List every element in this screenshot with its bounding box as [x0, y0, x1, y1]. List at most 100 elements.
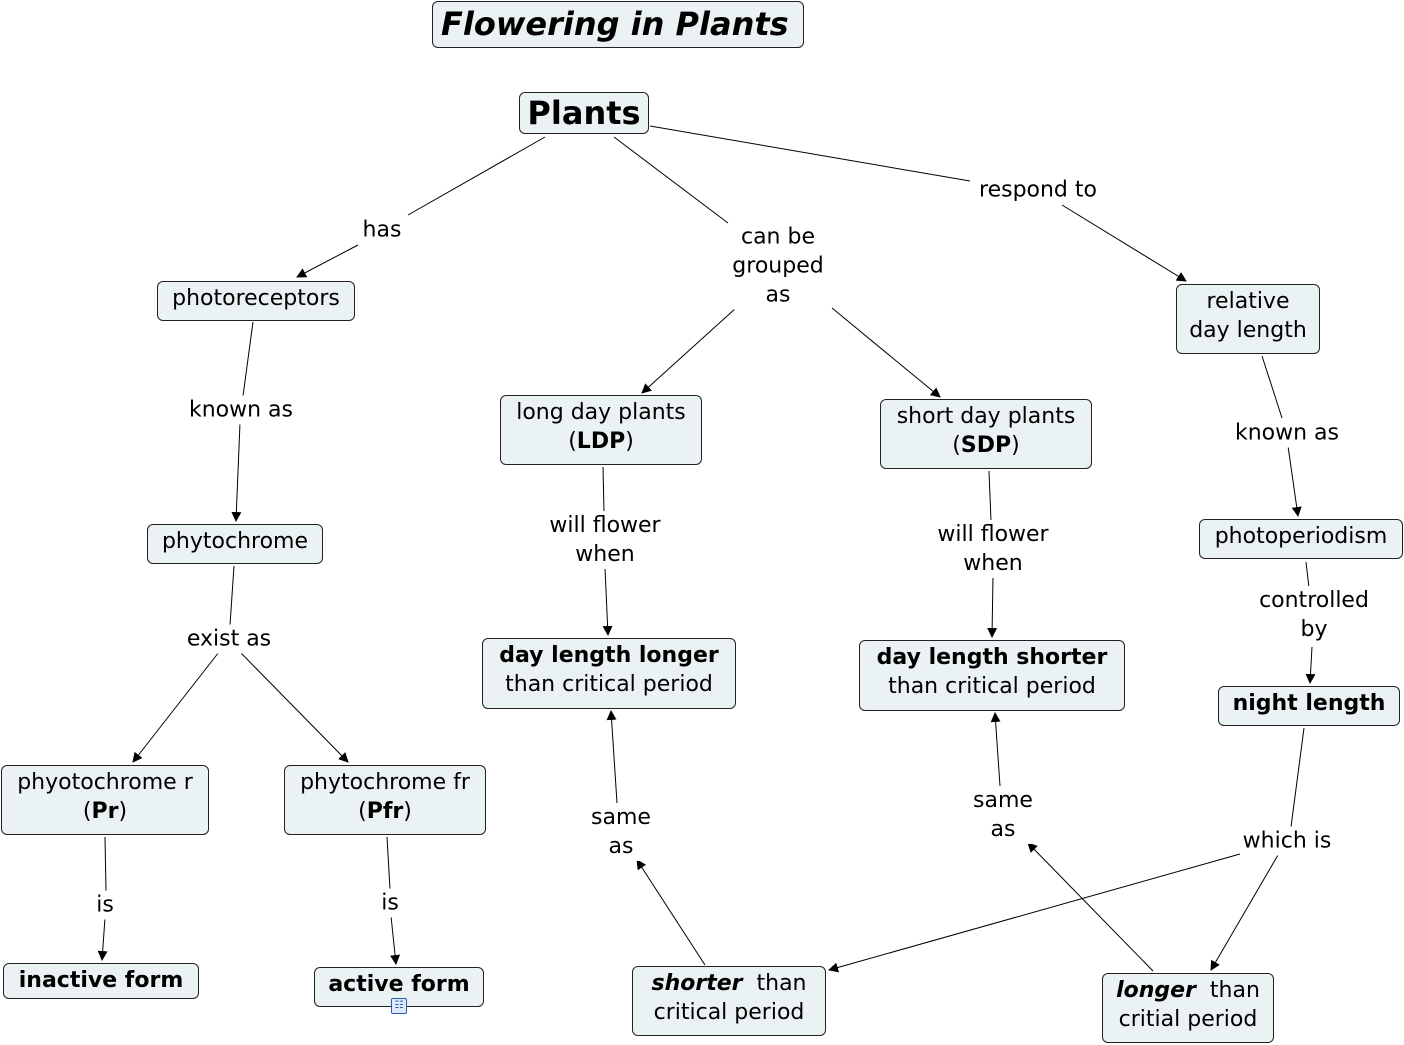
edge-grouped-sdp	[831, 307, 941, 398]
link-will-flower-ldp[interactable]: will flower when	[547, 511, 663, 569]
concept-longer-rest1: than	[1209, 978, 1260, 1003]
concept-ldp-abbr: LDP	[576, 429, 626, 454]
submap-icon[interactable]: ☷	[391, 998, 407, 1014]
concept-plants-label: Plants	[527, 94, 641, 132]
link-knownas-right-text: known as	[1234, 420, 1340, 446]
concept-phytochrome-fr[interactable]: phytochrome fr (Pfr)	[284, 765, 486, 835]
edge-pr-is	[104, 836, 107, 892]
link-grouped-line3: as	[765, 282, 791, 308]
link-controlled-by[interactable]: controlled by	[1257, 586, 1371, 644]
concept-sdp-abbr: SDP	[960, 433, 1012, 458]
concept-dllonger-bold: day length longer	[499, 643, 719, 668]
link-controlled-line1: controlled	[1259, 588, 1369, 613]
concept-inactive-form[interactable]: inactive form	[3, 963, 199, 999]
edge-photoreceptors-knownas	[242, 321, 254, 397]
edge-photoperiodism-controlled	[1305, 561, 1310, 589]
concept-sdp-line2: (SDP)	[952, 433, 1020, 458]
edge-ldp-willflower	[602, 466, 605, 513]
edge-knownas-phytochrome	[231, 422, 242, 522]
link-whichis-text: which is	[1242, 828, 1332, 854]
concept-day-length-longer[interactable]: day length longer than critical period	[482, 638, 736, 709]
link-is-left-text: is	[96, 892, 114, 918]
edge-relative-knownas	[1261, 355, 1283, 419]
link-which-is[interactable]: which is	[1240, 826, 1334, 856]
edge-has-photoreceptors	[296, 244, 359, 278]
concept-shorter-rest1: than	[756, 971, 807, 996]
concept-longer-than-critial[interactable]: longer than critial period	[1102, 973, 1274, 1043]
concept-pr-line1: phyotochrome r	[17, 770, 193, 795]
map-title-text: Flowering in Plants	[441, 5, 789, 43]
edge-grouped-ldp	[641, 307, 737, 394]
concept-pfr-line2: (Pfr)	[358, 799, 412, 824]
concept-relative-line1: relative	[1206, 289, 1290, 314]
link-can-be-grouped-as[interactable]: can be grouped as	[730, 222, 826, 310]
concept-photoperiodism[interactable]: photoperiodism	[1199, 519, 1403, 559]
link-controlled-line2: by	[1300, 617, 1328, 642]
link-sameas-left-line1: same	[591, 805, 651, 830]
concept-shorter-line2: critical period	[653, 1000, 805, 1025]
edge-existas-pfr	[239, 651, 349, 763]
link-same-as-left[interactable]: same as	[589, 803, 653, 861]
link-wf-ldp-line1: will flower	[549, 513, 661, 538]
edge-willflower-dllonger	[602, 567, 613, 636]
link-known-as-left[interactable]: known as	[186, 395, 296, 425]
link-sameas-left-line2: as	[608, 834, 634, 859]
concept-phytochrome-r[interactable]: phyotochrome r (Pr)	[1, 765, 209, 835]
edge-is-inactive	[97, 917, 108, 961]
concept-ldp-line1: long day plants	[516, 400, 686, 425]
link-known-as-right[interactable]: known as	[1232, 418, 1342, 448]
link-is-right[interactable]: is	[379, 888, 401, 918]
edge-plants-has	[407, 136, 546, 216]
concept-shorter-than-critical[interactable]: shorter than critical period	[632, 966, 826, 1036]
concept-dlshorter-bold: day length shorter	[876, 645, 1108, 670]
concept-pfr-line1: phytochrome fr	[300, 770, 470, 795]
edge-willflower-dlshorter	[987, 575, 998, 638]
link-exist-as[interactable]: exist as	[184, 624, 274, 654]
link-respond-to[interactable]: respond to	[977, 175, 1099, 205]
concept-photoreceptors-label: photoreceptors	[172, 286, 340, 311]
concept-phytochrome[interactable]: phytochrome	[147, 524, 323, 564]
edge-night-whichis	[1290, 727, 1305, 828]
concept-longer-bold: longer	[1116, 978, 1196, 1003]
link-sameas-right-line2: as	[990, 817, 1016, 842]
link-has[interactable]: has	[360, 215, 404, 245]
concept-pfr-abbr: Pfr	[366, 799, 404, 824]
edge-plants-grouped	[613, 136, 729, 224]
concept-long-day-plants[interactable]: long day plants (LDP)	[500, 395, 702, 465]
concept-night-length-label: night length	[1232, 691, 1386, 716]
concept-photoreceptors[interactable]: photoreceptors	[157, 281, 355, 321]
edge-existas-pr	[132, 651, 220, 763]
link-knownas-left-text: known as	[188, 397, 294, 423]
link-respond-text: respond to	[979, 177, 1097, 203]
link-wf-ldp-line2: when	[575, 542, 635, 567]
edge-whichis-shorter	[828, 853, 1241, 973]
edge-controlled-night	[1305, 646, 1316, 684]
link-wf-sdp-line2: when	[963, 551, 1023, 576]
concept-sdp-line1: short day plants	[896, 404, 1076, 429]
concept-night-length[interactable]: night length	[1218, 686, 1400, 726]
concept-shorter-bold: shorter	[651, 971, 743, 996]
concept-relative-day-length[interactable]: relative day length	[1176, 284, 1320, 354]
link-existas-text: exist as	[186, 626, 272, 652]
concept-longer-line1: longer than	[1109, 976, 1267, 1005]
concept-day-length-shorter[interactable]: day length shorter than critical period	[859, 640, 1125, 711]
concept-pr-line2: (Pr)	[82, 799, 128, 824]
edge-sameas-dllonger	[606, 710, 618, 804]
link-is-right-text: is	[381, 890, 399, 916]
edge-sameas-dlshorter	[990, 712, 1001, 787]
concept-plants[interactable]: Plants	[519, 92, 649, 134]
concept-dlshorter-rest: than critical period	[888, 674, 1096, 699]
concept-dllonger-rest: than critical period	[505, 672, 713, 697]
link-has-text: has	[362, 217, 402, 243]
concept-short-day-plants[interactable]: short day plants (SDP)	[880, 399, 1092, 469]
concept-ldp-line2: (LDP)	[568, 429, 634, 454]
map-title[interactable]: Flowering in Plants	[432, 1, 804, 48]
link-will-flower-sdp[interactable]: will flower when	[935, 520, 1051, 578]
edge-pfr-is	[386, 836, 391, 890]
link-is-left[interactable]: is	[94, 890, 116, 920]
edge-plants-respond	[649, 125, 971, 182]
edge-is-active	[390, 915, 401, 965]
link-same-as-right[interactable]: same as	[971, 786, 1035, 844]
edge-knownas-photoperiodism	[1287, 445, 1302, 517]
edge-whichis-longer	[1210, 854, 1279, 971]
